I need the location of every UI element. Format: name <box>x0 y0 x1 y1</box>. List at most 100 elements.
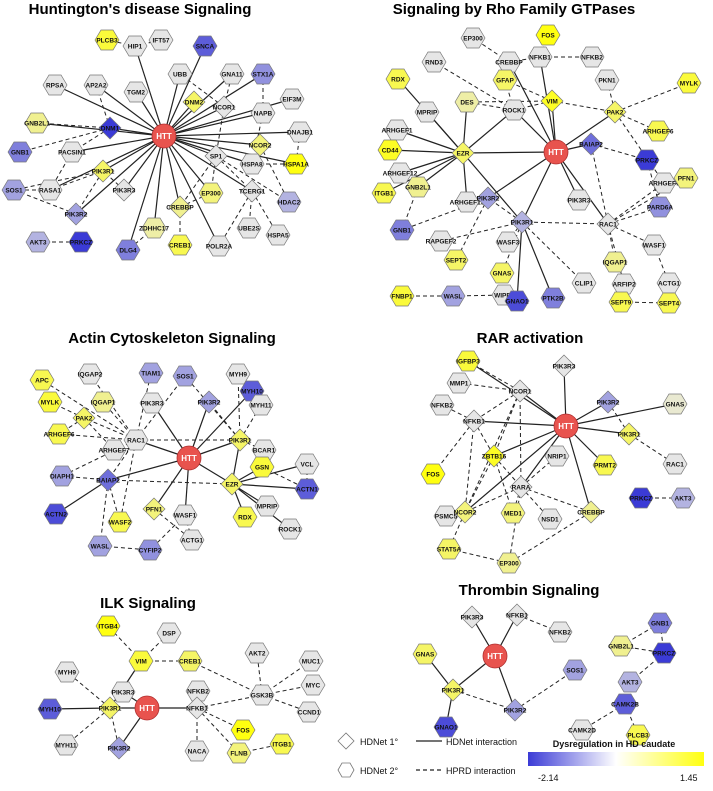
gene-node-hexagon <box>250 102 276 124</box>
hdnet-edge <box>163 135 297 165</box>
gene-node-hexagon <box>377 139 403 161</box>
gene-node-hexagon <box>219 63 245 85</box>
hdnet-edge <box>521 221 554 299</box>
gene-node-diamond <box>197 390 221 414</box>
hprd-edge <box>493 390 521 457</box>
legend: HDNet 1° HDNet 2° HDNet interaction HPRD… <box>337 732 704 783</box>
gene-label: PACSIN1 <box>58 149 86 156</box>
gene-label: PAK2 <box>76 415 93 422</box>
gene-label: ARFIP2 <box>612 281 636 288</box>
hdnet-edge <box>399 152 464 174</box>
gene-label: SEPT2 <box>446 257 467 264</box>
hdnet-edge <box>520 425 567 488</box>
hprd-edge <box>107 479 233 485</box>
gene-label: AKT3 <box>622 679 639 686</box>
gene-node-hexagon <box>254 495 280 517</box>
gene-label: MYLK <box>680 80 699 87</box>
gene-node-hexagon <box>670 487 696 509</box>
hprd-edge <box>215 155 253 192</box>
gene-node-hexagon <box>42 74 68 96</box>
gene-label: ACTG1 <box>181 537 203 544</box>
gene-node-hexagon <box>294 478 320 500</box>
hdnet-edge <box>163 135 253 165</box>
gene-node-hexagon <box>87 535 113 557</box>
gene-node-hexagon <box>300 674 326 696</box>
gene-node-hexagon <box>608 291 634 313</box>
gene-node-hexagon <box>167 63 193 85</box>
gene-node-hexagon <box>232 506 258 528</box>
gene-label: NFKB1 <box>506 612 528 619</box>
gene-label: MYH11 <box>55 742 77 749</box>
gene-label: GNAS <box>666 401 685 408</box>
hdnet-edge <box>188 390 253 459</box>
gene-label: WIPF1 <box>494 292 514 299</box>
hprd-edge <box>464 486 522 513</box>
hdnet-edge <box>493 425 567 457</box>
gene-node-hexagon <box>594 69 620 91</box>
gene-node-hexagon <box>123 81 149 103</box>
gene-node-hexagon <box>612 693 638 715</box>
gene-node-diamond <box>579 500 603 524</box>
gene-node-hexagon <box>454 91 480 113</box>
gene-label: STAT5A <box>437 546 462 553</box>
gene-label: PIK3R3 <box>568 197 591 204</box>
gene-node-hexagon <box>371 182 397 204</box>
gene-node-hexagon <box>647 612 673 634</box>
gene-label: PIK3R2 <box>597 399 620 406</box>
gene-label: CREBBP <box>495 59 523 66</box>
gene-node-diamond <box>451 141 475 165</box>
gene-node-diamond <box>509 475 533 499</box>
gene-label: HIP1 <box>128 43 143 50</box>
gene-label: ACTN1 <box>296 486 318 493</box>
hprd-edge <box>590 143 648 161</box>
gene-label: RPSA <box>46 82 64 89</box>
gene-label: CREBBP <box>166 204 194 211</box>
gene-node-diamond <box>182 90 206 114</box>
gene-node-hexagon <box>608 635 634 657</box>
gene-node-hexagon <box>298 650 324 672</box>
gene-label: ACTN2 <box>45 511 67 518</box>
gene-node-diamond <box>617 422 641 446</box>
gene-node-hexagon <box>387 162 413 184</box>
gene-label: PIK3R3 <box>113 187 136 194</box>
htt-hub-label: HTT <box>181 454 197 463</box>
panel-title-huntington: Huntington's disease Signaling <box>29 1 252 18</box>
gene-node-hexagon <box>122 35 148 57</box>
gene-label: AKT3 <box>675 495 692 502</box>
gene-label: IGFBP3 <box>456 358 480 365</box>
gene-label: PIK3R2 <box>65 211 88 218</box>
gene-label: NACA <box>188 748 207 755</box>
gene-label: ARHGEF6 <box>642 128 673 135</box>
gene-label: DNM1 <box>101 125 120 132</box>
gene-node-hexagon <box>535 24 561 46</box>
hdnet-edge <box>383 152 464 194</box>
gene-node-diamond <box>579 132 603 156</box>
gene-node-diamond <box>596 390 620 414</box>
gene-node-hexagon <box>139 392 165 414</box>
gene-node-hexagon <box>25 231 51 253</box>
panel-title-rar: RAR activation <box>477 330 584 347</box>
gene-node-hexagon <box>454 191 480 213</box>
hdnet-edge <box>163 135 261 146</box>
gene-node-hexagon <box>156 622 182 644</box>
gene-label: CD44 <box>382 147 399 154</box>
gene-node-hexagon <box>249 456 275 478</box>
gene-node-hexagon <box>460 27 486 49</box>
gene-label: DES <box>460 99 474 106</box>
hprd-edge <box>19 127 111 153</box>
gene-node-hexagon <box>172 504 198 526</box>
gene-label: AKT2 <box>249 650 266 657</box>
gene-label: PIK3R3 <box>461 614 484 621</box>
gene-node-diamond <box>91 159 115 183</box>
hprd-edge <box>614 82 690 113</box>
gene-node-hexagon <box>500 502 526 524</box>
htt-hub-label: HTT <box>487 652 503 661</box>
gene-label: PFN1 <box>146 506 163 513</box>
gene-node-hexagon <box>628 487 654 509</box>
hprd-edge <box>58 433 137 441</box>
gene-node-hexagon <box>656 292 682 314</box>
gene-node-diamond <box>98 696 122 720</box>
gene-node-hexagon <box>569 719 595 741</box>
htt-hub-node <box>176 445 202 471</box>
gene-node-hexagon <box>236 217 262 239</box>
